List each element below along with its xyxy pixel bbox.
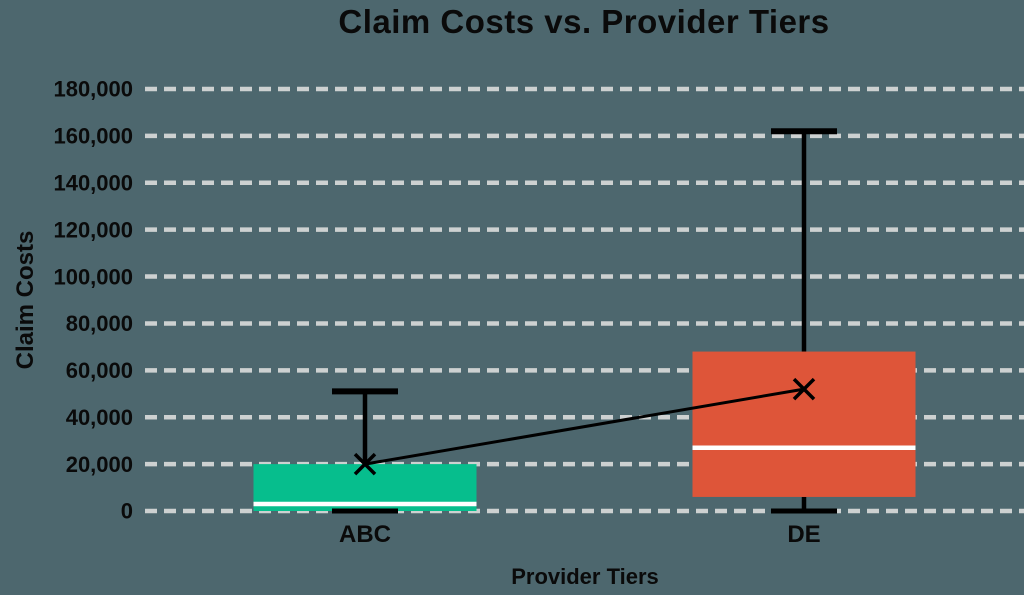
y-tick-label: 140,000: [53, 170, 133, 195]
y-tick-label: 40,000: [66, 405, 133, 430]
y-tick-label: 160,000: [53, 124, 133, 149]
mean-trend-line: [364, 387, 805, 466]
mean-x-marker: [792, 377, 816, 401]
y-tick-label: 60,000: [66, 358, 133, 383]
x-category-label: ABC: [339, 521, 391, 548]
y-tick-label: 120,000: [53, 217, 133, 242]
x-category-label: DE: [787, 521, 820, 548]
y-tick-label: 180,000: [53, 77, 133, 102]
box-de: [692, 351, 916, 497]
x-axis-title: Provider Tiers: [511, 564, 659, 589]
y-tick-label: 100,000: [53, 264, 133, 289]
y-tick-label: 0: [121, 499, 133, 524]
y-tick-label: 80,000: [66, 311, 133, 336]
y-tick-label: 20,000: [66, 452, 133, 477]
chart-title: Claim Costs vs. Provider Tiers: [338, 3, 830, 40]
mean-x-marker: [353, 452, 377, 476]
